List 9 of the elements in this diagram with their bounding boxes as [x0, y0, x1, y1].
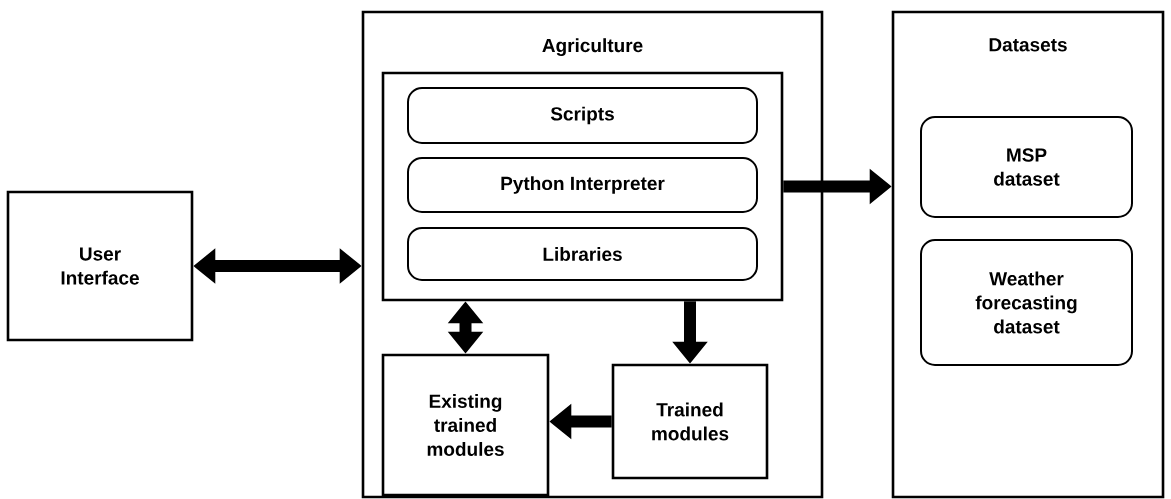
- process-box: Existing trained modules: [381, 353, 550, 497]
- process-box: Trained modules: [611, 363, 769, 480]
- inner-box: [381, 71, 784, 302]
- rounded-box: Libraries: [407, 227, 758, 281]
- rounded-box: MSP dataset: [920, 116, 1133, 218]
- rounded-box: Python Interpreter: [407, 157, 758, 213]
- process-box: User Interface: [6, 190, 194, 342]
- rounded-box: Scripts: [407, 87, 758, 144]
- rounded-box: Weather forecasting dataset: [920, 239, 1133, 366]
